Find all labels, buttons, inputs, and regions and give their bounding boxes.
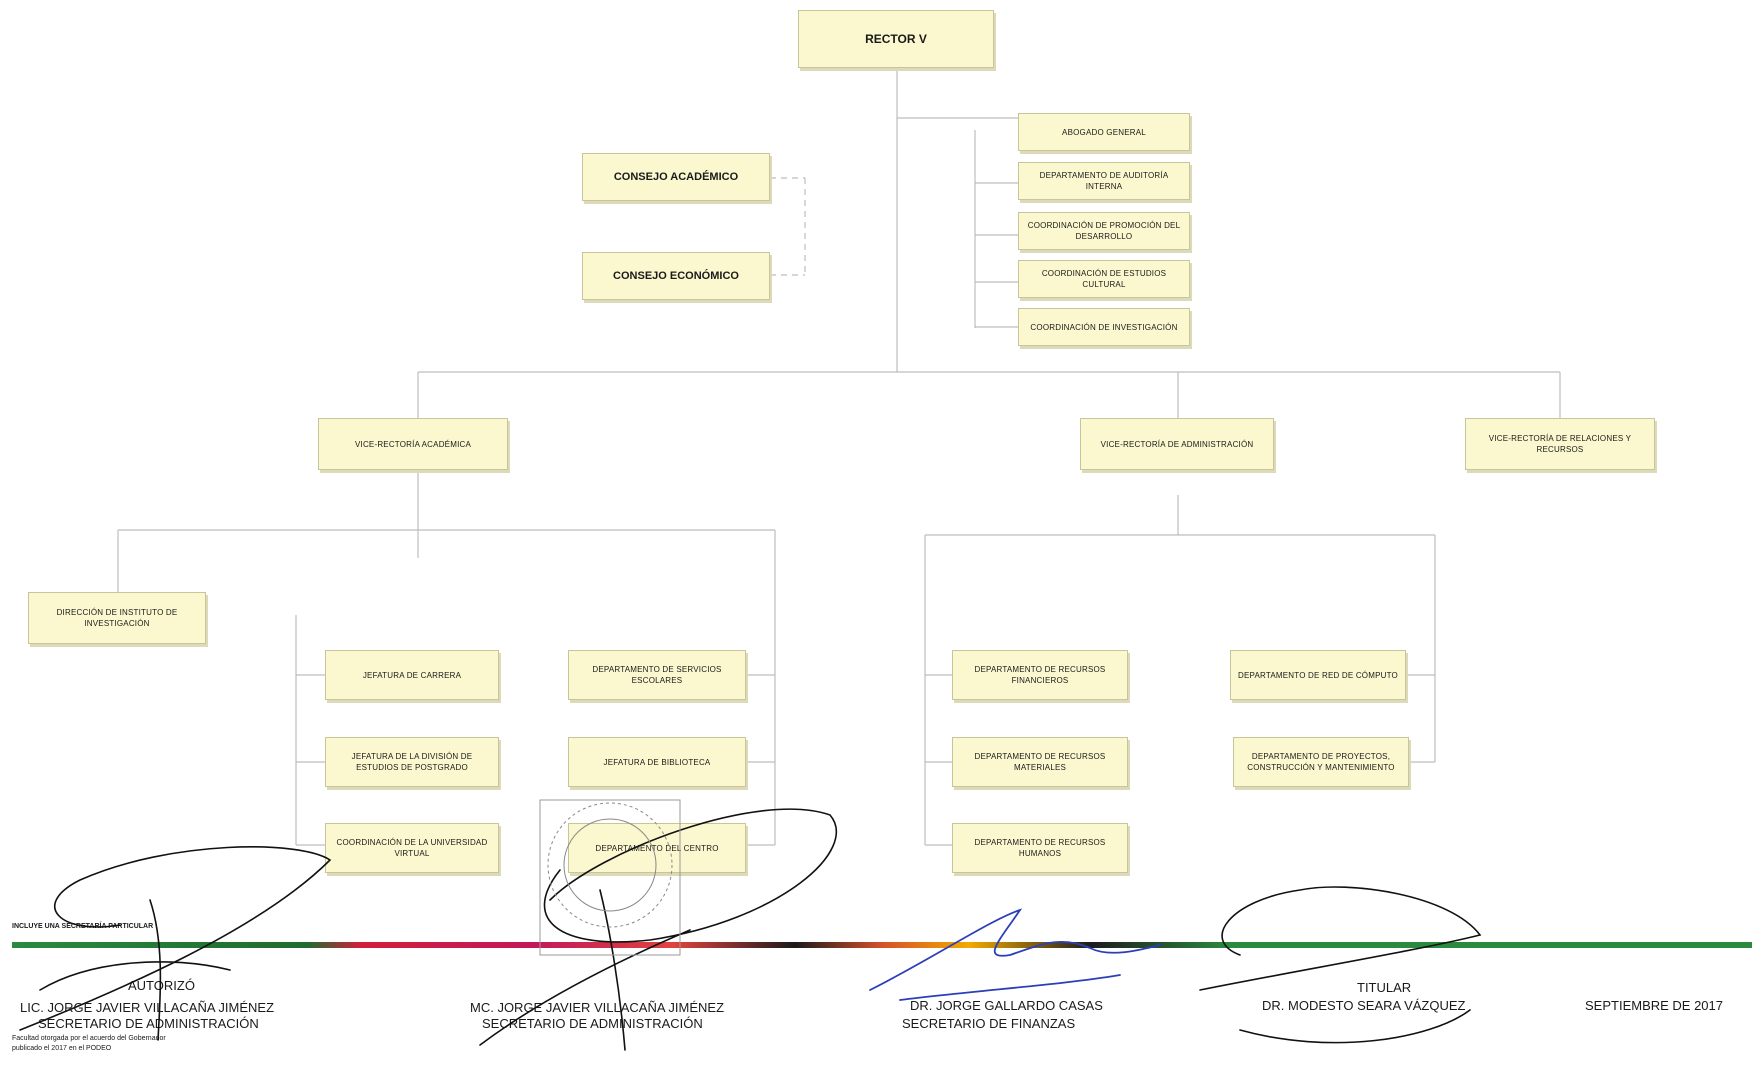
box-consejo-academico: CONSEJO ACADÉMICO <box>582 153 770 201</box>
signatory1-note-2: publicado el 2017 en el PODEO <box>12 1045 112 1052</box>
signatory3-title: SECRETARIO DE FINANZAS <box>902 1016 1076 1031</box>
color-stripe <box>12 942 1752 948</box>
box-investigacion: COORDINACIÓN DE INVESTIGACIÓN <box>1018 308 1190 346</box>
box-jefatura-biblioteca: JEFATURA DE BIBLIOTECA <box>568 737 746 787</box>
box-consejo-economico: CONSEJO ECONÓMICO <box>582 252 770 300</box>
signatory1-name: LIC. JORGE JAVIER VILLACAÑA JIMÉNEZ <box>20 1000 275 1015</box>
box-estudios-cultural: COORDINACIÓN DE ESTUDIOS CULTURAL <box>1018 260 1190 298</box>
box-auditoria-interna: DEPARTAMENTO DE AUDITORÍA INTERNA <box>1018 162 1190 200</box>
signatory1-title: SECRETARIO DE ADMINISTRACIÓN <box>38 1016 259 1031</box>
signatory3-name: DR. JORGE GALLARDO CASAS <box>910 998 1103 1013</box>
signatory1-note-1: Facultad otorgada por el acuerdo del Gob… <box>12 1035 166 1042</box>
box-promocion-desarrollo: COORDINACIÓN DE PROMOCIÓN DEL DESARROLLO <box>1018 212 1190 250</box>
box-vice-administracion: VICE-RECTORÍA DE ADMINISTRACIÓN <box>1080 418 1274 470</box>
document-date: SEPTIEMBRE DE 2017 <box>1585 998 1723 1013</box>
box-jefatura-carrera: JEFATURA DE CARRERA <box>325 650 499 700</box>
box-proyectos-construccion: DEPARTAMENTO DE PROYECTOS, CONSTRUCCIÓN … <box>1233 737 1409 787</box>
signatory2-title: SECRETARIO DE ADMINISTRACIÓN <box>482 1016 703 1031</box>
box-servicios-escolares: DEPARTAMENTO DE SERVICIOS ESCOLARES <box>568 650 746 700</box>
box-vice-relaciones: VICE-RECTORÍA DE RELACIONES Y RECURSOS <box>1465 418 1655 470</box>
titular-label: TITULAR <box>1357 980 1412 995</box>
box-recursos-humanos: DEPARTAMENTO DE RECURSOS HUMANOS <box>952 823 1128 873</box>
box-jefatura-posgrado: JEFATURA DE LA DIVISIÓN DE ESTUDIOS DE P… <box>325 737 499 787</box>
box-abogado-general: ABOGADO GENERAL <box>1018 113 1190 151</box>
footer-note: INCLUYE UNA SECRETARÍA PARTICULAR <box>12 923 154 930</box>
box-recursos-financieros: DEPARTAMENTO DE RECURSOS FINANCIEROS <box>952 650 1128 700</box>
autorizo-label: AUTORIZÓ <box>128 978 195 993</box>
box-rector: RECTOR V <box>798 10 994 68</box>
titular-name: DR. MODESTO SEARA VÁZQUEZ <box>1262 998 1466 1013</box>
box-red-computo: DEPARTAMENTO DE RED DE CÓMPUTO <box>1230 650 1406 700</box>
box-depto-centro: DEPARTAMENTO DEL CENTRO <box>568 823 746 873</box>
box-coord-universidad-virtual: COORDINACIÓN DE LA UNIVERSIDAD VIRTUAL <box>325 823 499 873</box>
signatory2-name: MC. JORGE JAVIER VILLACAÑA JIMÉNEZ <box>470 1000 725 1015</box>
box-vice-academica: VICE-RECTORÍA ACADÉMICA <box>318 418 508 470</box>
box-direccion-instituto: DIRECCIÓN DE INSTITUTO DE INVESTIGACIÓN <box>28 592 206 644</box>
box-recursos-materiales: DEPARTAMENTO DE RECURSOS MATERIALES <box>952 737 1128 787</box>
